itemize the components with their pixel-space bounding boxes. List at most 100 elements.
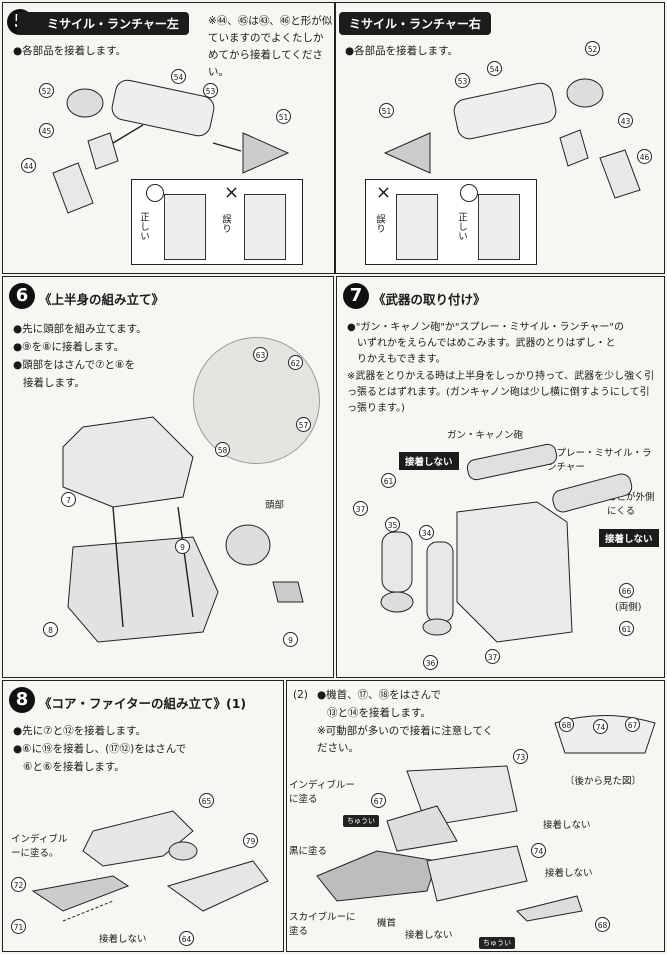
step5-right-ng-diagram — [396, 194, 438, 260]
step5-left-part-54: 54 — [171, 69, 186, 84]
step7-part-66: 66 — [619, 583, 634, 598]
step5-left-part-51: 51 — [276, 109, 291, 124]
step7-part-37b: 37 — [485, 649, 500, 664]
step8b-label: (2) — [293, 689, 308, 701]
step7-line-1: ●"ガン・キャノン砲"か"スプレー・ミサイル・ランチャー"の — [347, 322, 625, 333]
ok-circle-icon — [146, 184, 164, 202]
ok-circle-icon — [460, 184, 478, 202]
left-missile-drawing — [52, 79, 290, 214]
step7-part-34: 34 — [419, 525, 434, 540]
step8b-line-1: ●機首、⑰、⑱をはさんで — [317, 689, 442, 701]
step7-part-35: 35 — [385, 517, 400, 532]
step7-no-glue-2: 接着しない — [599, 529, 659, 547]
step7-part-61b: 61 — [619, 621, 634, 636]
step8b-part-68b: 68 — [595, 917, 610, 932]
step5-right-part-52: 52 — [585, 41, 600, 56]
step5-right-text: ●各部品を接着します。 — [345, 45, 459, 57]
step6-line-2: ●⑨を⑧に接着します。 — [13, 341, 124, 353]
step5-right-ok: 正しい — [456, 212, 467, 241]
step7-line-3: りかえもできます。 — [357, 354, 446, 365]
step5-left-part-45: 45 — [39, 123, 54, 138]
right-missile-drawing — [383, 78, 641, 199]
step7-part-37: 37 — [353, 501, 368, 516]
rear-view-label: 〔後から見た図〕 — [565, 776, 642, 787]
step6-part-63: 63 — [253, 347, 268, 362]
step5-right-title: ミサイル・ランチャー右 — [339, 12, 491, 35]
step8-indigo-label: インディブルーに塗る。 — [11, 834, 68, 859]
step8b-nose-label: 機首 — [377, 918, 397, 929]
step8b-sky-label: スカイブルーに塗る — [289, 912, 356, 937]
weapons-drawing — [380, 443, 633, 643]
step5-left-ok-diagram — [164, 194, 206, 260]
step8b-panel: (2) ●機首、⑰、⑱をはさんで ⑬と⑭を接着します。 ※可動部が多いので接着に… — [286, 680, 665, 952]
step8b-no-glue-2: 接着しない — [545, 868, 593, 879]
step5-left-part-44: 44 — [21, 158, 36, 173]
step5-left-part-52: 52 — [39, 83, 54, 98]
step8b-part-67b: 67 — [371, 793, 386, 808]
here-outside-label: ここが外側にくる — [607, 492, 655, 517]
step8b-no-glue-1: 接着しない — [543, 820, 591, 831]
step5-right-part-53: 53 — [455, 73, 470, 88]
step6-part-9: 9 — [175, 539, 190, 554]
step5-right-check-box: × 誤り 正しい — [365, 179, 537, 265]
step5-left-check-box: 正しい × 誤り — [131, 179, 303, 265]
step8-line-3: ⑥と⑥を接着します。 — [23, 761, 125, 773]
step5-panel: 5 ミサイル・ランチャー左 ●各部品を接着します。 ※㊹、㊺は㊸、㊻と形が似てい… — [2, 2, 665, 274]
step5-left-title: ミサイル・ランチャー左 — [17, 12, 189, 35]
step7-line-2: いずれかをえらんではめこみます。武器のとりはずし・と — [357, 338, 616, 349]
step5-right-part-46: 46 — [637, 149, 652, 164]
step6-part-7: 7 — [61, 492, 76, 507]
step7-no-glue-1: 接着しない — [399, 452, 459, 470]
step6-line-4: 接着します。 — [23, 377, 85, 389]
step5-note: ※㊹、㊺は㊸、㊻と形が似ていますのでよくたしかめてから接着してください。 — [208, 15, 333, 78]
step5-left-text: ●各部品を接着します。 — [13, 45, 127, 57]
step5-left-part-53: 53 — [203, 83, 218, 98]
step7-note: ※武器をとりかえる時は上半身をしっかり持って、武器を少し強く引っ張るとはずれます… — [347, 371, 655, 414]
caution-arrow-2: ちゅうい — [479, 937, 515, 949]
step5-right-part-54: 54 — [487, 61, 502, 76]
step5-right-part-43: 43 — [618, 113, 633, 128]
step8-title: 《コア・ファイターの組み立て》(1) — [39, 696, 247, 711]
step6-part-57: 57 — [296, 417, 311, 432]
step6-number: 6 — [9, 283, 35, 309]
step8-panel: 8 《コア・ファイターの組み立て》(1) ●先に⑦と⑫を接着します。 ●⑥に⑲を… — [2, 680, 284, 952]
spray-launcher-label: スプレー・ミサイル・ランチャー — [547, 448, 652, 473]
step6-part-9b: 9 — [283, 632, 298, 647]
step8-part-71: 71 — [11, 919, 26, 934]
step6-line-1: ●先に頭部を組み立てます。 — [13, 323, 147, 335]
step6-head-label: 頭部 — [265, 500, 285, 511]
step5-right-part-51: 51 — [379, 103, 394, 118]
step6-line-3: ●頭部をはさんで⑦と⑧を — [13, 359, 135, 371]
step8b-black-label: 黒に塗る — [289, 846, 328, 857]
step7-panel: 7 《武器の取り付け》 ●"ガン・キャノン砲"か"スプレー・ミサイル・ランチャー… — [336, 276, 665, 678]
step7-part-36: 36 — [423, 655, 438, 670]
both-sides-label: (両側) — [615, 602, 642, 613]
ng-cross-icon: × — [224, 182, 240, 203]
step8b-part-68: 68 — [559, 717, 574, 732]
caution-arrow-1: ちゅうい — [343, 815, 379, 827]
gun-cannon-label: ガン・キャノン砲 — [447, 430, 524, 441]
step7-part-61: 61 — [381, 473, 396, 488]
step6-part-58: 58 — [215, 442, 230, 457]
step5-left-ng: 誤り — [220, 214, 231, 233]
step8-part-72: 72 — [11, 877, 26, 892]
step8-part-79: 79 — [243, 833, 258, 848]
step7-number: 7 — [343, 283, 369, 309]
step7-title: 《武器の取り付け》 — [373, 292, 486, 307]
step8b-part-67: 67 — [625, 717, 640, 732]
step8b-part-74: 74 — [593, 719, 608, 734]
step6-part-62: 62 — [288, 355, 303, 370]
step8b-no-glue-3: 接着しない — [405, 930, 453, 941]
step8b-line-2: ⑬と⑭を接着します。 — [327, 707, 431, 719]
step8-line-1: ●先に⑦と⑫を接着します。 — [13, 725, 147, 737]
upper-body-drawing — [62, 416, 304, 643]
step8-number: 8 — [9, 687, 35, 713]
step8b-note: ※可動部が多いので接着に注意してください。 — [317, 725, 494, 754]
step8-part-65: 65 — [199, 793, 214, 808]
step5-right-ok-diagram — [478, 194, 520, 260]
step8b-indigo-label: インディブルーに塗る — [289, 780, 355, 805]
divider-vertical — [334, 3, 336, 273]
step5-left-ok: 正しい — [138, 212, 149, 241]
step6-title: 《上半身の組み立て》 — [39, 292, 165, 307]
step8-part-64: 64 — [179, 931, 194, 946]
